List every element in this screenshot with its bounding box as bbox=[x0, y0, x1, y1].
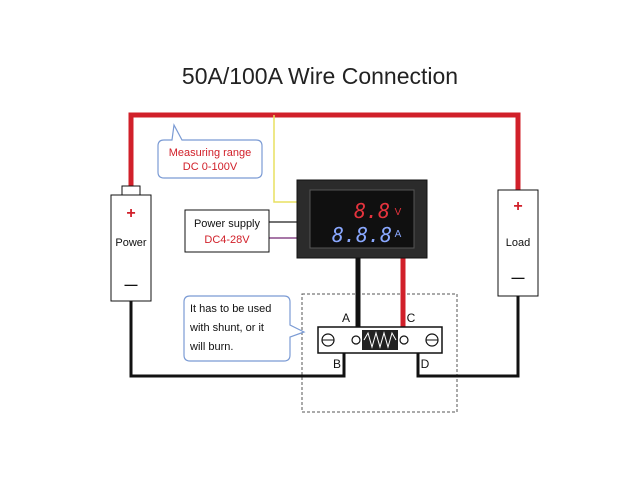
power-label: Power bbox=[115, 237, 147, 249]
terminal-b-screw bbox=[321, 333, 335, 347]
power-plus-symbol: + bbox=[126, 205, 135, 222]
measuring-range-title: Measuring range bbox=[169, 147, 252, 159]
load-box bbox=[497, 189, 539, 297]
power-source bbox=[110, 194, 152, 302]
power-minus-symbol: — bbox=[125, 277, 138, 292]
load-plus-symbol: + bbox=[513, 198, 522, 215]
measuring-range-value: DC 0-100V bbox=[183, 161, 238, 173]
voltage-unit: V bbox=[395, 207, 402, 218]
power-supply-title: Power supply bbox=[194, 218, 261, 230]
power-supply-value: DC4-28V bbox=[204, 234, 250, 246]
current-reading: 8.8.8 bbox=[332, 223, 392, 247]
diagram-title: 50A/100A Wire Connection bbox=[182, 63, 458, 89]
load-label: Load bbox=[506, 237, 530, 249]
terminal-b-label: B bbox=[333, 357, 341, 371]
measuring-range-callout bbox=[157, 123, 263, 179]
terminal-c-screw bbox=[399, 335, 409, 345]
positive-top-wire bbox=[128, 112, 521, 190]
load-return-wire bbox=[416, 296, 520, 378]
terminal-d-screw bbox=[425, 333, 439, 347]
warning-line-2: with shunt, or it bbox=[189, 322, 264, 334]
voltage-reading: 8.8 bbox=[354, 199, 390, 223]
meter-screen bbox=[309, 189, 415, 249]
terminal-a-label: A bbox=[342, 311, 350, 325]
shunt-resistor-pattern bbox=[363, 331, 397, 349]
terminal-c-label: C bbox=[407, 311, 416, 325]
terminal-a-screw bbox=[351, 335, 361, 345]
warning-line-1: It has to be used bbox=[190, 303, 271, 315]
warning-line-3: will burn. bbox=[189, 341, 233, 353]
negative-return-wire bbox=[129, 300, 346, 378]
load-minus-symbol: — bbox=[512, 270, 525, 285]
terminal-d-label: D bbox=[421, 357, 430, 371]
warning-callout bbox=[183, 295, 306, 362]
shunt-enclosure bbox=[301, 293, 458, 413]
power-supply-box bbox=[184, 209, 270, 253]
current-unit: A bbox=[395, 229, 402, 240]
